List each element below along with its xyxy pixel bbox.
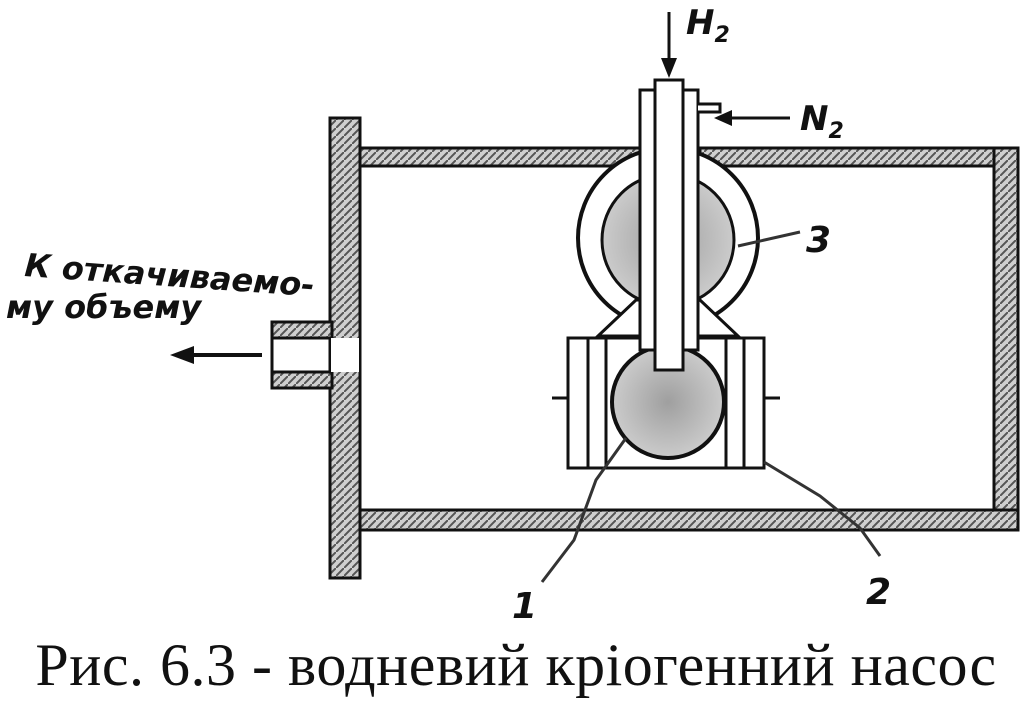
n2-inlet-arrow [714, 110, 790, 126]
top-wall-right [698, 146, 1020, 168]
label-2: 2 [866, 572, 891, 613]
bottom-wall [358, 508, 1020, 532]
fill-tubes [638, 78, 722, 372]
label-h2: H2 [686, 3, 730, 48]
label-3: 3 [806, 220, 831, 261]
side-label-line2: му объему [6, 288, 202, 326]
pump-port-upper [270, 320, 334, 340]
label-1: 1 [512, 586, 537, 627]
figure-caption: Рис. 6.3 - водневий кріогенний насос [35, 632, 997, 698]
right-wall [992, 146, 1020, 532]
label-n2: N2 [800, 99, 844, 144]
vessel-housing [270, 116, 1020, 580]
top-wall-left [358, 146, 642, 168]
outlet-arrow [170, 346, 262, 364]
pump-port-lower [270, 370, 334, 390]
h2-inlet-arrow [661, 12, 677, 78]
leader-lines [540, 230, 882, 583]
